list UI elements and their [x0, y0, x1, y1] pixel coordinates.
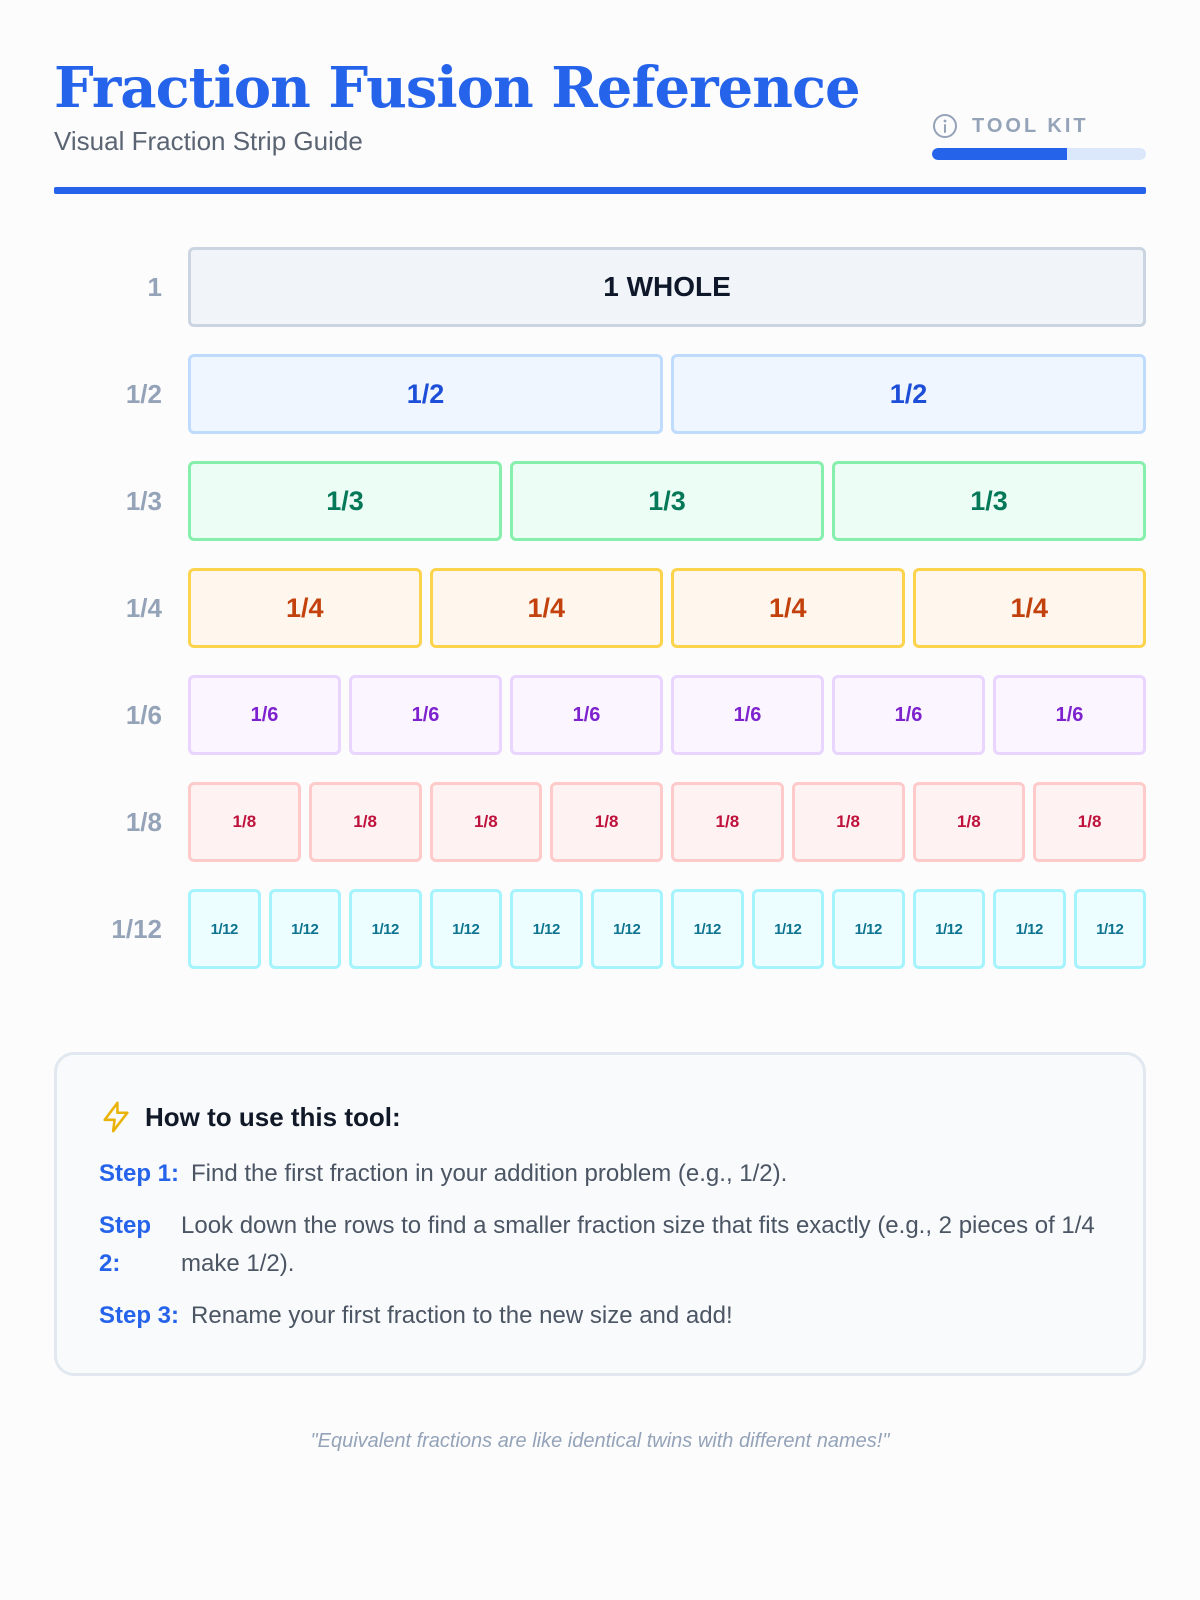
- fraction-piece: 1/12: [510, 889, 583, 969]
- instructions-panel: How to use this tool: Step 1: Find the f…: [54, 1052, 1146, 1376]
- fraction-piece: 1/8: [912, 782, 1026, 862]
- step-text: Look down the rows to find a smaller fra…: [181, 1212, 1095, 1277]
- fraction-piece: 1/2: [671, 354, 1146, 434]
- page-title: Fraction Fusion Reference: [54, 55, 861, 121]
- step-text: Rename your first fraction to the new si…: [191, 1302, 733, 1329]
- fraction-piece: 1/2: [188, 354, 663, 434]
- fraction-piece: 1/12: [188, 889, 261, 969]
- fraction-piece: 1/3: [832, 461, 1146, 541]
- fraction-piece: 1/8: [550, 782, 663, 862]
- fraction-piece: 1/3: [188, 461, 502, 541]
- info-icon: [932, 113, 958, 139]
- fraction-piece: 1/6: [832, 675, 985, 755]
- fraction-piece: 1/8: [188, 782, 301, 862]
- row-label: 1/8: [125, 807, 162, 837]
- fraction-piece: 1/4: [912, 568, 1146, 648]
- toolkit-progress-bar: [932, 148, 1146, 160]
- fraction-row: 1 1 WHOLE: [54, 247, 1146, 327]
- fraction-piece: 1/3: [510, 461, 824, 541]
- instructions-title: How to use this tool:: [145, 1101, 401, 1132]
- fraction-piece: 1/8: [671, 782, 784, 862]
- fraction-piece: 1/6: [510, 675, 663, 755]
- instruction-step-1: Step 1: Find the first fraction in your …: [99, 1155, 1101, 1193]
- fraction-piece: 1/4: [671, 568, 905, 648]
- row-label: 1/12: [111, 914, 162, 944]
- row-label: 1/3: [125, 486, 162, 516]
- page-subtitle: Visual Fraction Strip Guide: [54, 126, 363, 156]
- fraction-pieces: 1 WHOLE: [188, 247, 1146, 327]
- row-label: 1: [147, 272, 162, 302]
- toolkit-indicator: TOOL KIT: [932, 112, 1146, 160]
- fraction-piece: 1/4: [188, 568, 422, 648]
- footer-quote: "Equivalent fractions are like identical…: [310, 1430, 890, 1452]
- fraction-piece: 1/4: [429, 568, 663, 648]
- instruction-step-2: Step 2: Look down the rows to find a sma…: [99, 1207, 1101, 1283]
- fraction-piece: 1/12: [429, 889, 502, 969]
- fraction-piece: 1/8: [791, 782, 905, 862]
- fraction-piece: 1/6: [349, 675, 502, 755]
- row-label: 1/6: [125, 700, 162, 730]
- step-label: Step 3:: [99, 1302, 180, 1329]
- lightning-bolt-icon: [99, 1100, 133, 1134]
- fraction-piece: 1/12: [751, 889, 824, 969]
- instruction-step-3: Step 3: Rename your first fraction to th…: [99, 1297, 1101, 1335]
- step-label: Step 1:: [99, 1160, 180, 1187]
- toolkit-progress-fill: [932, 148, 1067, 160]
- fraction-piece: 1/12: [993, 889, 1066, 969]
- step-text: Find the first fraction in your addition…: [191, 1160, 788, 1187]
- row-label: 1/4: [125, 593, 162, 623]
- header: Fraction Fusion Reference Visual Fractio…: [54, 0, 1146, 194]
- fraction-piece: 1/12: [832, 889, 905, 969]
- fraction-piece: 1/12: [349, 889, 422, 969]
- fraction-piece: 1/8: [308, 782, 422, 862]
- fraction-piece: 1/6: [188, 675, 341, 755]
- row-label: 1/2: [125, 379, 162, 409]
- fraction-piece: 1/12: [671, 889, 744, 969]
- fraction-piece: 1/6: [993, 675, 1146, 755]
- fraction-piece: 1/8: [429, 782, 543, 862]
- fraction-piece: 1/12: [912, 889, 985, 969]
- toolkit-label: TOOL KIT: [972, 114, 1089, 137]
- step-label: Step 2:: [99, 1212, 152, 1277]
- fraction-piece: 1/12: [1073, 889, 1146, 969]
- header-divider: [54, 187, 1146, 194]
- fraction-piece: 1/8: [1033, 782, 1146, 862]
- fraction-piece: 1 WHOLE: [188, 247, 1146, 327]
- fraction-piece: 1/12: [268, 889, 341, 969]
- fraction-piece: 1/12: [590, 889, 663, 969]
- fraction-piece: 1/6: [671, 675, 824, 755]
